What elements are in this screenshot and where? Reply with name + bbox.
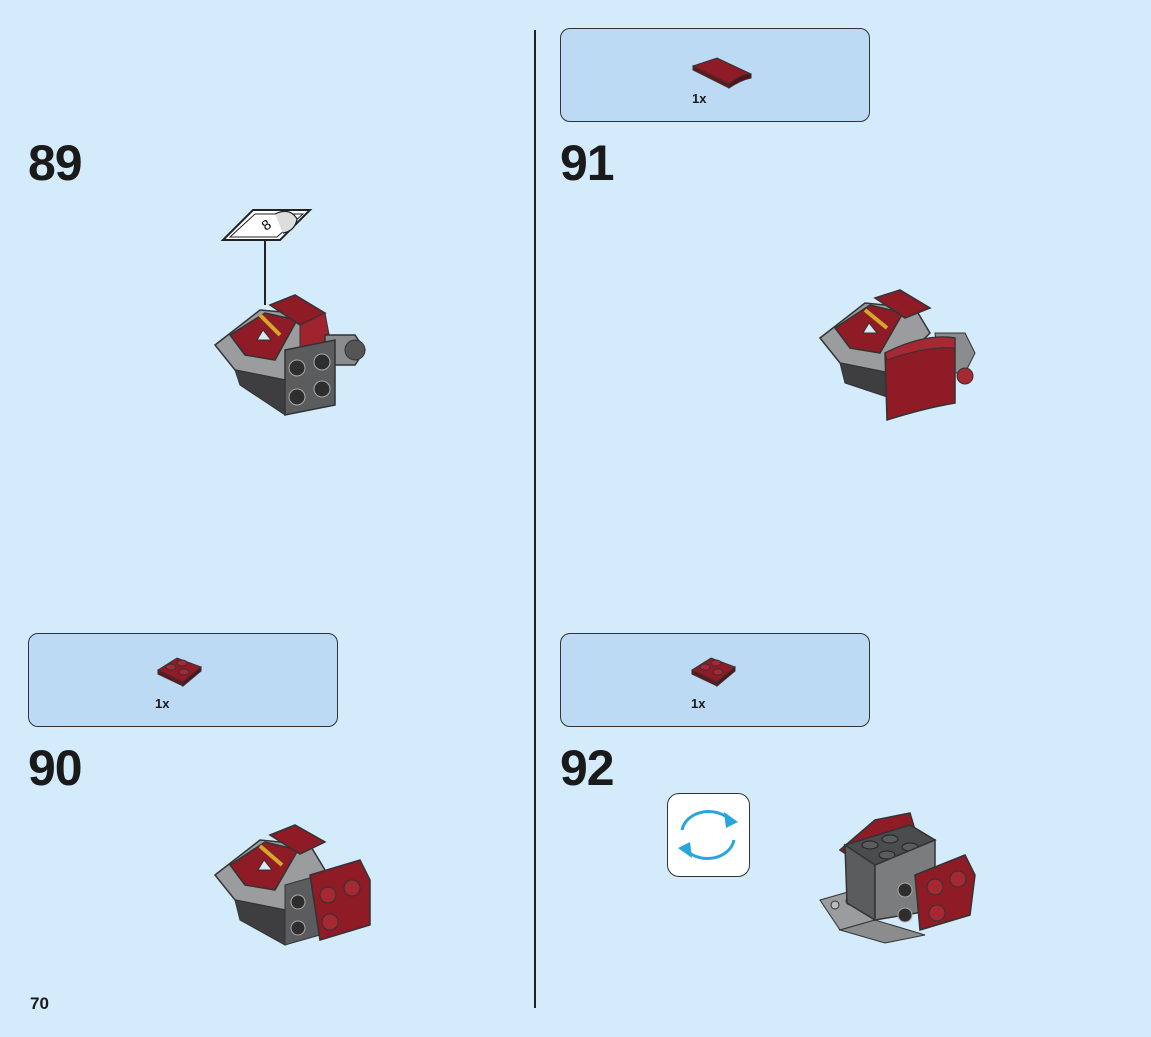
parts-callout-step-91: 1x [560,28,870,122]
step-number: 92 [560,740,615,796]
red-wedge-plate-icon [156,657,202,688]
red-wedge-plate-icon [690,657,736,688]
parts-callout-step-92: 1x [560,633,870,727]
build-model-step-91 [818,289,976,422]
sticker-callout: 8 [220,209,313,305]
parts-callout-step-90: 1x [28,633,338,727]
red-curved-slope-icon [691,57,753,89]
build-model-step-92 [819,812,976,944]
build-model-step-90 [213,824,371,946]
step-number: 90 [28,740,83,796]
page-number: 70 [30,994,49,1013]
part-quantity: 1x [155,696,170,711]
part-quantity: 1x [692,91,707,106]
rotate-model-icon [678,809,738,861]
rotate-model-callout [667,793,750,877]
step-number: 89 [28,135,83,191]
build-model-step-89: 8 [213,209,366,416]
column-divider [534,30,536,1008]
part-quantity: 1x [691,696,706,711]
step-number: 91 [560,135,615,191]
